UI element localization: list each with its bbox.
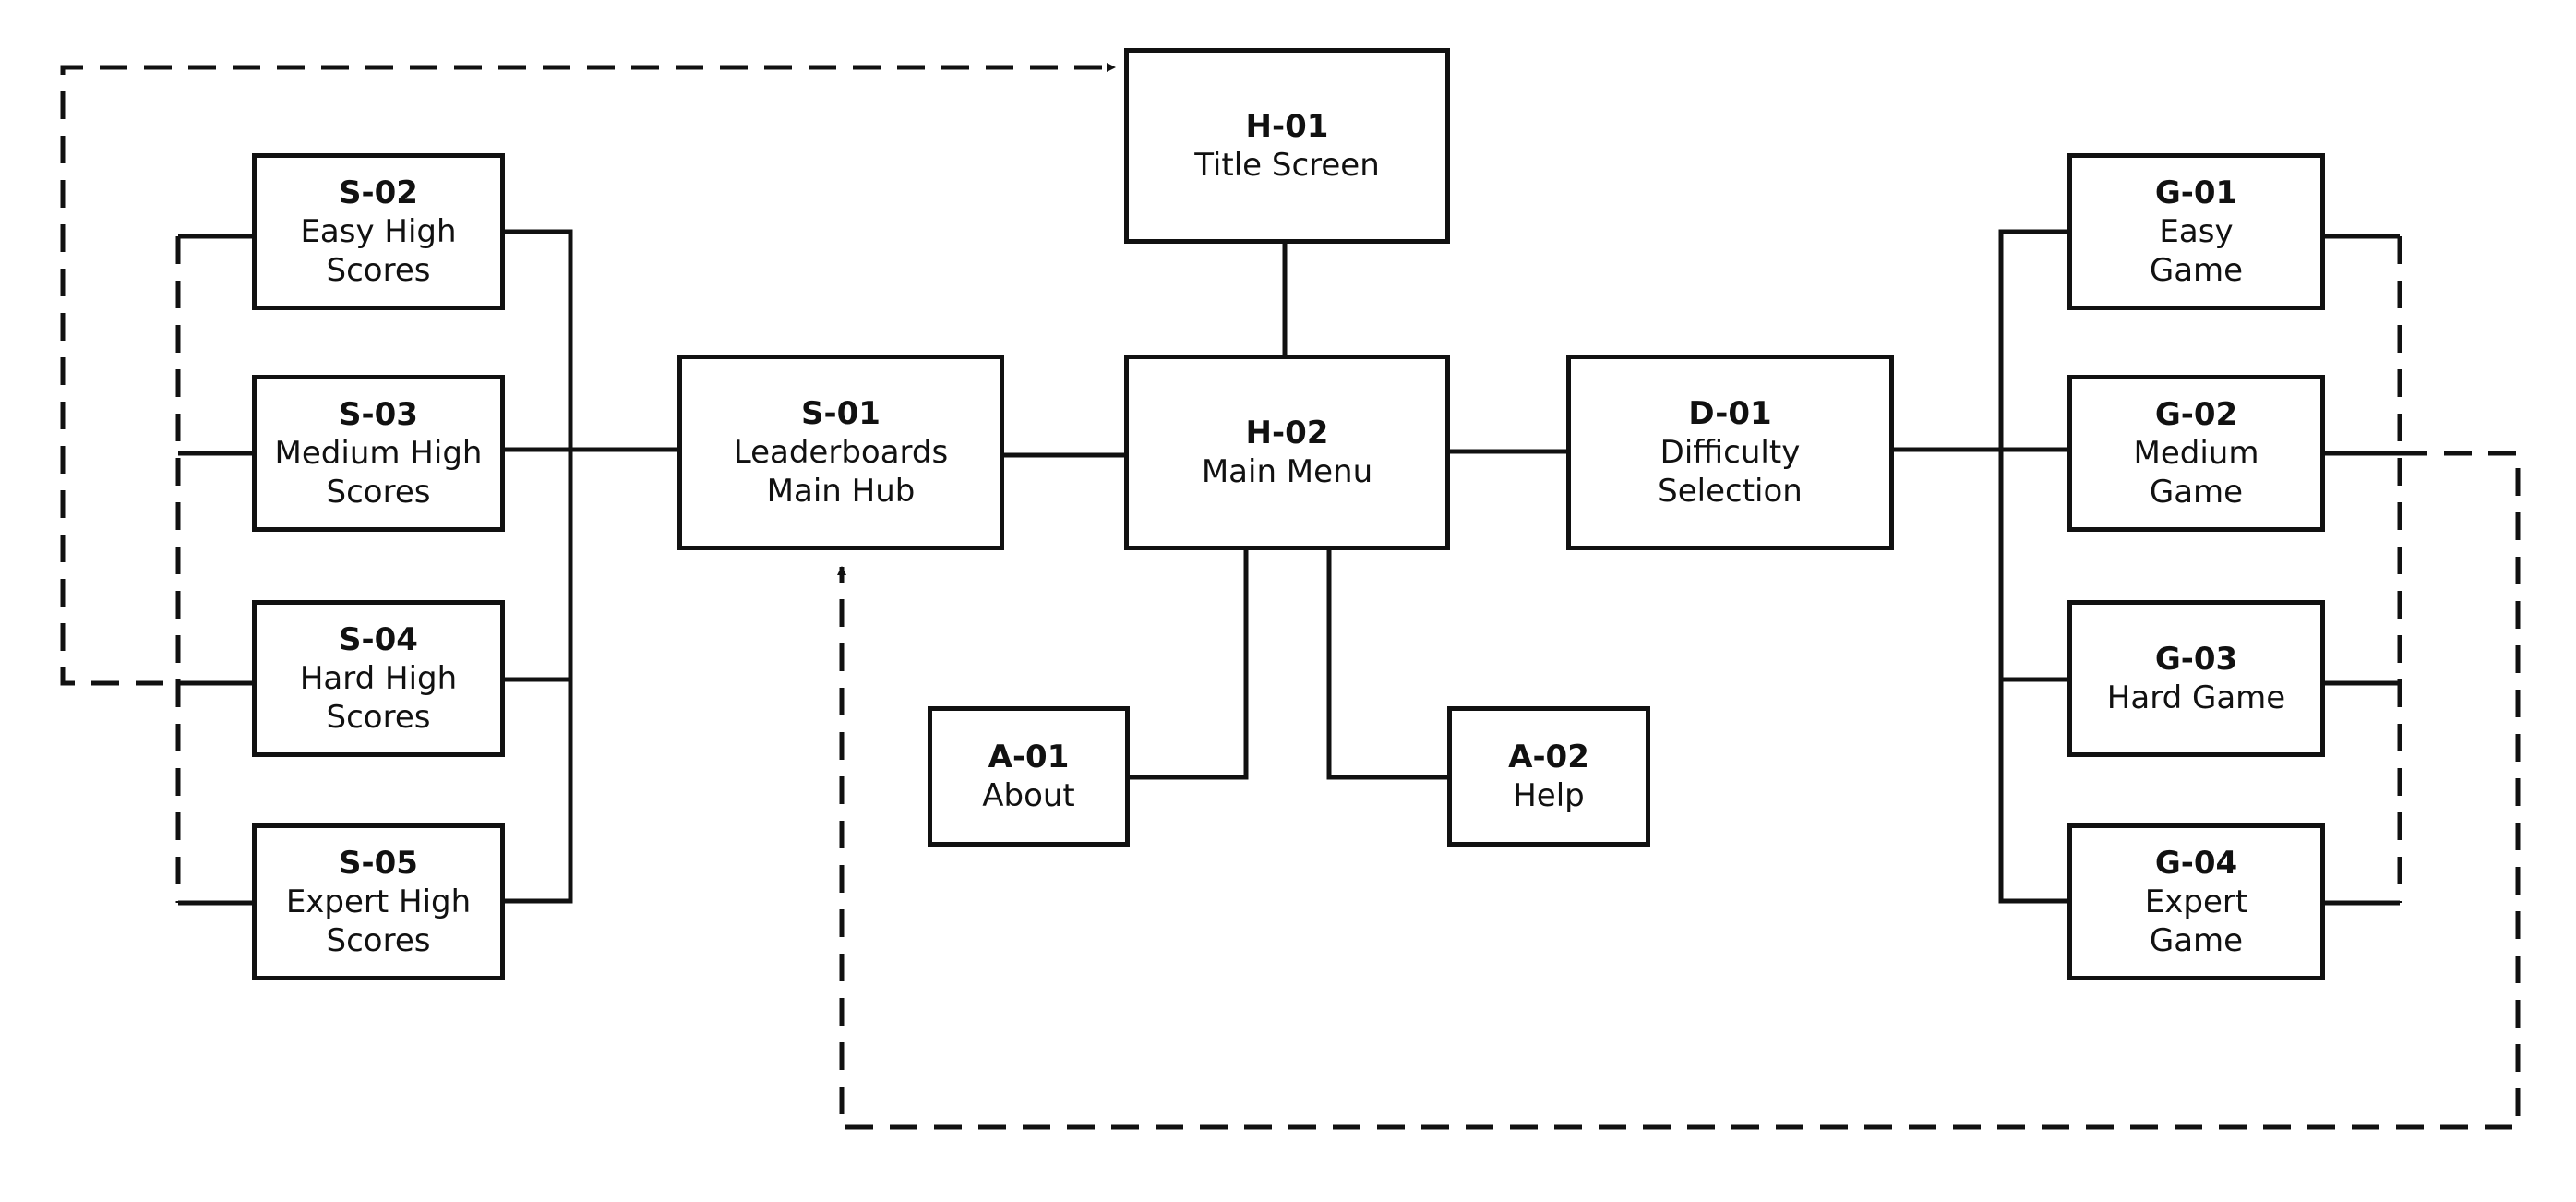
node-code: S-01 <box>801 395 881 432</box>
node-code: S-02 <box>339 174 418 211</box>
node-h02-main-menu: H-02 Main Menu <box>1124 355 1450 550</box>
node-code: A-02 <box>1508 739 1589 775</box>
node-code: A-01 <box>988 739 1070 775</box>
node-a02-help: A-02 Help <box>1447 706 1650 847</box>
node-label: Expert High Scores <box>285 883 472 959</box>
node-code: H-01 <box>1245 108 1329 145</box>
node-g01-easy-game: G-01 Easy Game <box>2067 153 2325 310</box>
node-label: Medium Game <box>2133 435 2259 511</box>
node-code: G-02 <box>2154 396 2238 433</box>
node-s02-easy-high-scores: S-02 Easy High Scores <box>252 153 505 310</box>
node-code: S-05 <box>339 845 418 882</box>
node-code: S-04 <box>339 621 418 658</box>
node-s03-medium-high-scores: S-03 Medium High Scores <box>252 375 505 532</box>
node-s01-leaderboards-main-hub: S-01 Leaderboards Main Hub <box>677 355 1004 550</box>
node-label: Easy High Scores <box>300 213 457 289</box>
node-s04-hard-high-scores: S-04 Hard High Scores <box>252 600 505 757</box>
node-h01-title-screen: H-01 Title Screen <box>1124 48 1450 244</box>
node-label: Medium High Scores <box>274 435 483 511</box>
node-label: Title Screen <box>1194 147 1380 184</box>
node-g02-medium-game: G-02 Medium Game <box>2067 375 2325 532</box>
node-code: G-01 <box>2154 174 2238 211</box>
node-label: Easy Game <box>2149 213 2244 289</box>
node-a01-about: A-01 About <box>928 706 1130 847</box>
node-label: About <box>982 777 1075 814</box>
node-code: H-02 <box>1245 415 1329 451</box>
node-code: D-01 <box>1688 395 1772 432</box>
node-code: G-03 <box>2154 641 2238 678</box>
edge-h02-a01 <box>1127 547 1249 780</box>
return-path-to-h01 <box>60 63 1116 686</box>
node-g03-hard-game: G-03 Hard Game <box>2067 600 2325 757</box>
node-s05-expert-high-scores: S-05 Expert High Scores <box>252 823 505 980</box>
node-label: Leaderboards Main Hub <box>733 434 949 510</box>
node-label: Hard Game <box>2106 679 2286 716</box>
node-code: G-04 <box>2154 845 2238 882</box>
node-label: Expert Game <box>2144 883 2248 959</box>
node-label: Main Menu <box>1201 453 1373 490</box>
node-g04-expert-game: G-04 Expert Game <box>2067 823 2325 980</box>
node-label: Help <box>1513 777 1585 814</box>
node-d01-difficulty-selection: D-01 Difficulty Selection <box>1566 355 1894 550</box>
edge-h02-a02 <box>1326 547 1450 780</box>
node-code: S-03 <box>339 396 418 433</box>
node-label: Difficulty Selection <box>1658 434 1803 510</box>
node-label: Hard High Scores <box>299 660 458 736</box>
